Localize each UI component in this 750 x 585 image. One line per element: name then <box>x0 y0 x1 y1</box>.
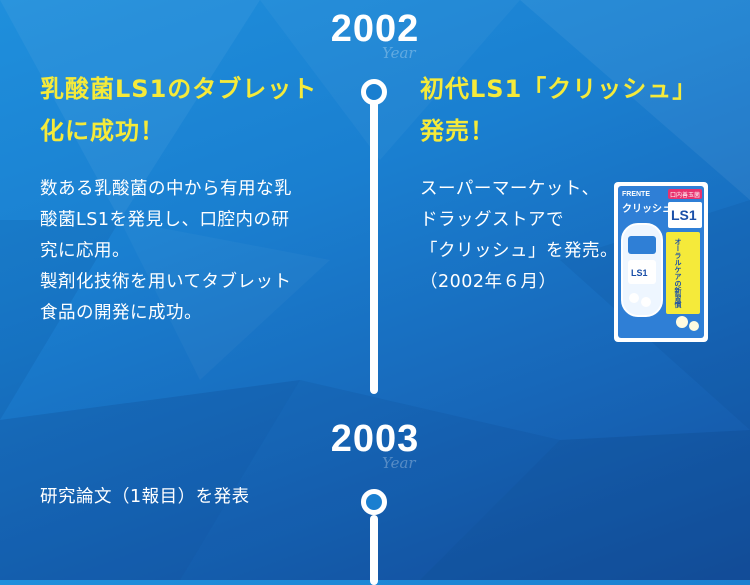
right-body-line-2: ドラッグストアで <box>420 210 564 230</box>
left-body-line-4: 製剤化技術を用いてタブレット <box>40 272 292 292</box>
year-heading-2002: 2002 <box>330 8 420 50</box>
right-body-line-1: スーパーマーケット、 <box>420 179 600 199</box>
timeline-node-2003 <box>361 489 387 515</box>
left-body-line-3: 究に応用。 <box>40 241 130 261</box>
svg-text:クリッシュ: クリッシュ <box>622 203 672 215</box>
left-headline-line-1: 乳酸菌LS1のタブレット <box>40 75 318 103</box>
year-script-2003: Year <box>382 454 416 472</box>
right-headline-line-1: 初代LS1「クリッシュ」 <box>420 75 698 103</box>
timeline-line-2002 <box>370 92 378 394</box>
entry-2003-text: 研究論文（1報目）を発表 <box>40 487 250 507</box>
svg-text:LS1: LS1 <box>671 207 697 223</box>
left-body-line-2: 酸菌LS1を発見し、口腔内の研 <box>40 210 290 230</box>
svg-text:LS1: LS1 <box>631 268 648 278</box>
product-package-image: FRENTE 口内善玉菌 クリッシュ LS1 LS1 オーラルケアの新習慣 <box>614 182 708 342</box>
right-body-line-4: （2002年６月） <box>420 272 557 292</box>
year-script-2002: Year <box>382 44 416 62</box>
left-headline-line-2: 化に成功！ <box>40 117 165 145</box>
right-headline-line-2: 発売！ <box>420 117 495 145</box>
left-body-line-5: 食品の開発に成功。 <box>40 303 202 323</box>
year-heading-2003: 2003 <box>330 418 420 460</box>
left-body-line-1: 数ある乳酸菌の中から有用な乳 <box>40 179 292 199</box>
svg-text:FRENTE: FRENTE <box>622 191 650 198</box>
right-body-line-3: 「クリッシュ」を発売。 <box>420 241 618 261</box>
svg-text:オーラルケアの新習慣: オーラルケアの新習慣 <box>674 238 683 309</box>
svg-text:口内善玉菌: 口内善玉菌 <box>670 191 700 199</box>
timeline-line-2003 <box>370 515 378 585</box>
timeline-node-2002 <box>361 79 387 105</box>
